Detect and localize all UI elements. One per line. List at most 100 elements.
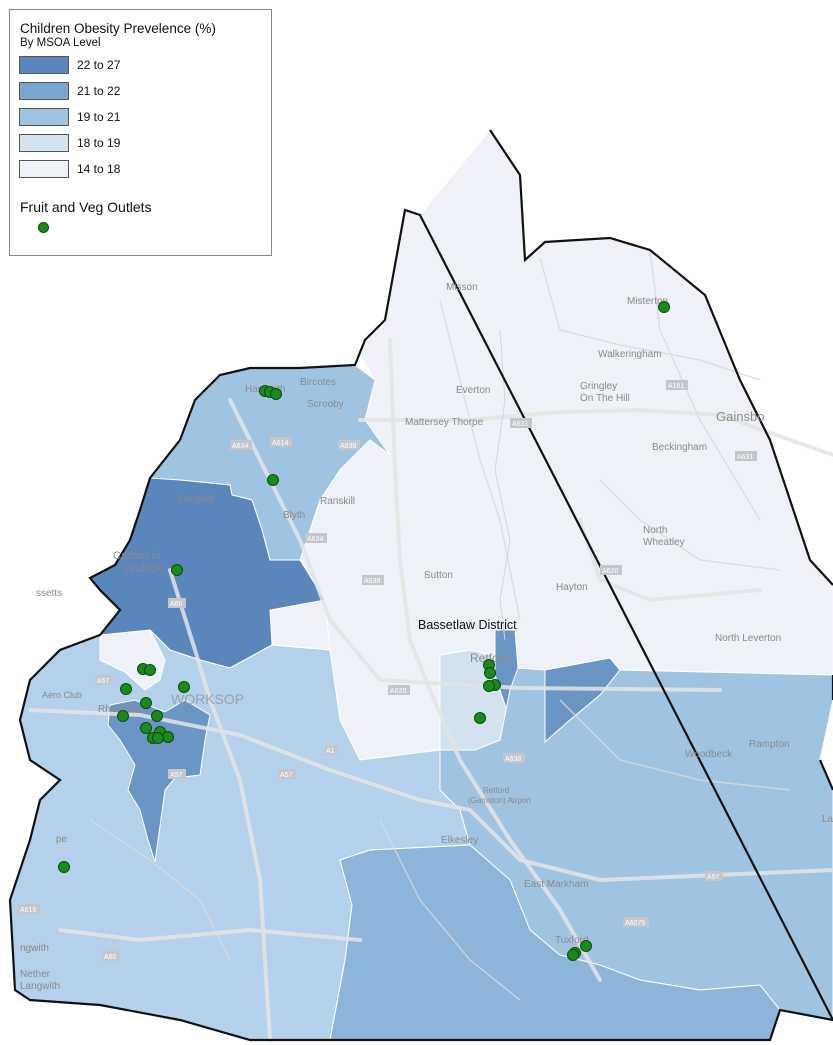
svg-text:A161: A161 bbox=[668, 383, 684, 390]
road-shield-a638c: A638 bbox=[503, 753, 525, 763]
legend-swatch-5 bbox=[19, 160, 69, 178]
legend-outlet-icon bbox=[38, 222, 49, 233]
legend-outlets-title: Fruit and Veg Outlets bbox=[20, 199, 152, 215]
outlet-marker[interactable] bbox=[580, 940, 592, 952]
fruit-veg-outlets bbox=[58, 301, 670, 961]
road-shield-a631: A631 bbox=[510, 418, 532, 428]
place-label-worksop: WORKSOP bbox=[171, 691, 244, 707]
msoa-areas bbox=[9, 129, 833, 1041]
place-label-gringley: Gringley bbox=[580, 381, 617, 392]
place-label-east-markham: East Markham bbox=[524, 879, 588, 890]
road-shield-a634: A634 bbox=[230, 440, 252, 450]
place-label-north-leverton: North Leverton bbox=[715, 633, 781, 644]
place-label-ossetts: ssetts bbox=[36, 588, 62, 599]
svg-text:A634: A634 bbox=[232, 443, 248, 450]
svg-text:A616: A616 bbox=[20, 907, 36, 914]
legend-range-2: 21 to 22 bbox=[77, 84, 121, 98]
legend-swatch-1 bbox=[19, 56, 69, 74]
place-label-bircotes: Bircotes bbox=[300, 377, 336, 388]
svg-text:A631: A631 bbox=[512, 421, 528, 428]
outlet-marker[interactable] bbox=[151, 710, 163, 722]
road-minor bbox=[89, 249, 791, 1001]
svg-text:A57: A57 bbox=[707, 874, 720, 881]
place-label-ranskill: Ranskill bbox=[320, 496, 355, 507]
outlet-marker[interactable] bbox=[484, 667, 496, 679]
legend-swatch-4 bbox=[19, 134, 69, 152]
place-label-misterton: Misterton bbox=[627, 296, 668, 307]
road-shield-a60: A60 bbox=[168, 598, 186, 608]
outlet-marker[interactable] bbox=[171, 564, 183, 576]
svg-text:A634: A634 bbox=[307, 536, 323, 543]
road-shield-a634b: A634 bbox=[305, 533, 327, 543]
place-label-lindrick: Lindrick bbox=[124, 563, 162, 575]
place-label-tuxford: Tuxford bbox=[555, 935, 589, 946]
road-shields: A631 A161 A631 A614 A638 A634 A634 A638 … bbox=[18, 380, 757, 961]
road-shield-a616: A616 bbox=[18, 904, 40, 914]
legend: Children Obesity Prevelence (%) By MSOA … bbox=[9, 9, 272, 256]
outlet-marker[interactable] bbox=[474, 712, 486, 724]
outlet-marker[interactable] bbox=[162, 731, 174, 743]
place-label-walkeringham: Walkeringham bbox=[598, 349, 662, 360]
svg-text:A638: A638 bbox=[505, 756, 521, 763]
place-label-north: North bbox=[643, 525, 667, 536]
place-label-aero-club: Aero Club bbox=[42, 690, 82, 700]
place-label-elkesley: Elkesley bbox=[441, 835, 478, 846]
svg-text:A57: A57 bbox=[97, 678, 110, 685]
svg-text:A614: A614 bbox=[272, 440, 288, 447]
svg-text:A57: A57 bbox=[280, 772, 293, 779]
svg-text:A60: A60 bbox=[104, 954, 117, 961]
road-shield-a620: A620 bbox=[600, 565, 622, 575]
place-label-beckingham: Beckingham bbox=[652, 442, 707, 453]
place-label-carlton: Carlton in bbox=[113, 550, 160, 562]
district-boundary bbox=[8, 129, 833, 1042]
place-label-lax: Lax bbox=[822, 814, 833, 825]
outlet-marker[interactable] bbox=[152, 732, 164, 744]
outlet-marker[interactable] bbox=[144, 664, 156, 676]
road-shield-a638: A638 bbox=[338, 440, 360, 450]
outlet-marker[interactable] bbox=[140, 722, 152, 734]
place-label-blyth: Blyth bbox=[283, 510, 305, 521]
outlet-marker[interactable] bbox=[483, 680, 495, 692]
place-label-langwith: ngwith bbox=[20, 943, 49, 954]
place-label-langold: Langold bbox=[178, 494, 214, 505]
internal-boundary bbox=[494, 329, 511, 641]
legend-range-3: 19 to 21 bbox=[77, 110, 121, 124]
svg-text:A620: A620 bbox=[390, 688, 406, 695]
legend-range-4: 18 to 19 bbox=[77, 136, 121, 150]
outlet-marker[interactable] bbox=[567, 949, 579, 961]
road-shield-a57d: A57 bbox=[705, 871, 723, 881]
road-shield-a161: A161 bbox=[666, 380, 688, 390]
place-label-rhodesia: Rhodesia bbox=[98, 704, 141, 715]
legend-range-5: 14 to 18 bbox=[77, 162, 121, 176]
place-label-gringley-hill: On The Hill bbox=[580, 393, 630, 404]
outlet-marker[interactable] bbox=[120, 683, 132, 695]
svg-text:A1: A1 bbox=[326, 748, 335, 755]
msoa-area-south bbox=[329, 844, 781, 1041]
road-shield-a60b: A60 bbox=[102, 951, 120, 961]
outlet-marker[interactable] bbox=[58, 861, 70, 873]
place-label-nether: Nether bbox=[20, 969, 51, 980]
place-label-everton: Everton bbox=[456, 385, 490, 396]
place-label-gainsborough: Gainsbo bbox=[716, 409, 764, 424]
place-label-woodbeck: Woodbeck bbox=[685, 749, 733, 760]
msoa-area-worksop-centre bbox=[107, 699, 211, 863]
outlet-marker[interactable] bbox=[117, 710, 129, 722]
legend-swatch-3 bbox=[19, 108, 69, 126]
place-label-scrooby: Scrooby bbox=[307, 399, 344, 410]
road-network bbox=[28, 338, 833, 1042]
road-shield-a614: A614 bbox=[270, 437, 292, 447]
legend-swatch-2 bbox=[19, 82, 69, 100]
outlet-marker[interactable] bbox=[178, 681, 190, 693]
outlet-marker[interactable] bbox=[267, 474, 279, 486]
legend-subtitle: By MSOA Level bbox=[20, 37, 101, 49]
place-label-retford: Retford bbox=[470, 651, 509, 665]
outlet-marker[interactable] bbox=[140, 697, 152, 709]
outlet-marker[interactable] bbox=[658, 301, 670, 313]
place-label-mattersey: Mattersey Thorpe bbox=[405, 417, 484, 428]
outlet-marker[interactable] bbox=[270, 388, 282, 400]
place-label-misson: Misson bbox=[446, 282, 478, 293]
svg-text:A638: A638 bbox=[364, 578, 380, 585]
svg-text:A6075: A6075 bbox=[625, 920, 645, 927]
road-shield-a620b: A620 bbox=[388, 685, 410, 695]
svg-text:A631: A631 bbox=[737, 454, 753, 461]
